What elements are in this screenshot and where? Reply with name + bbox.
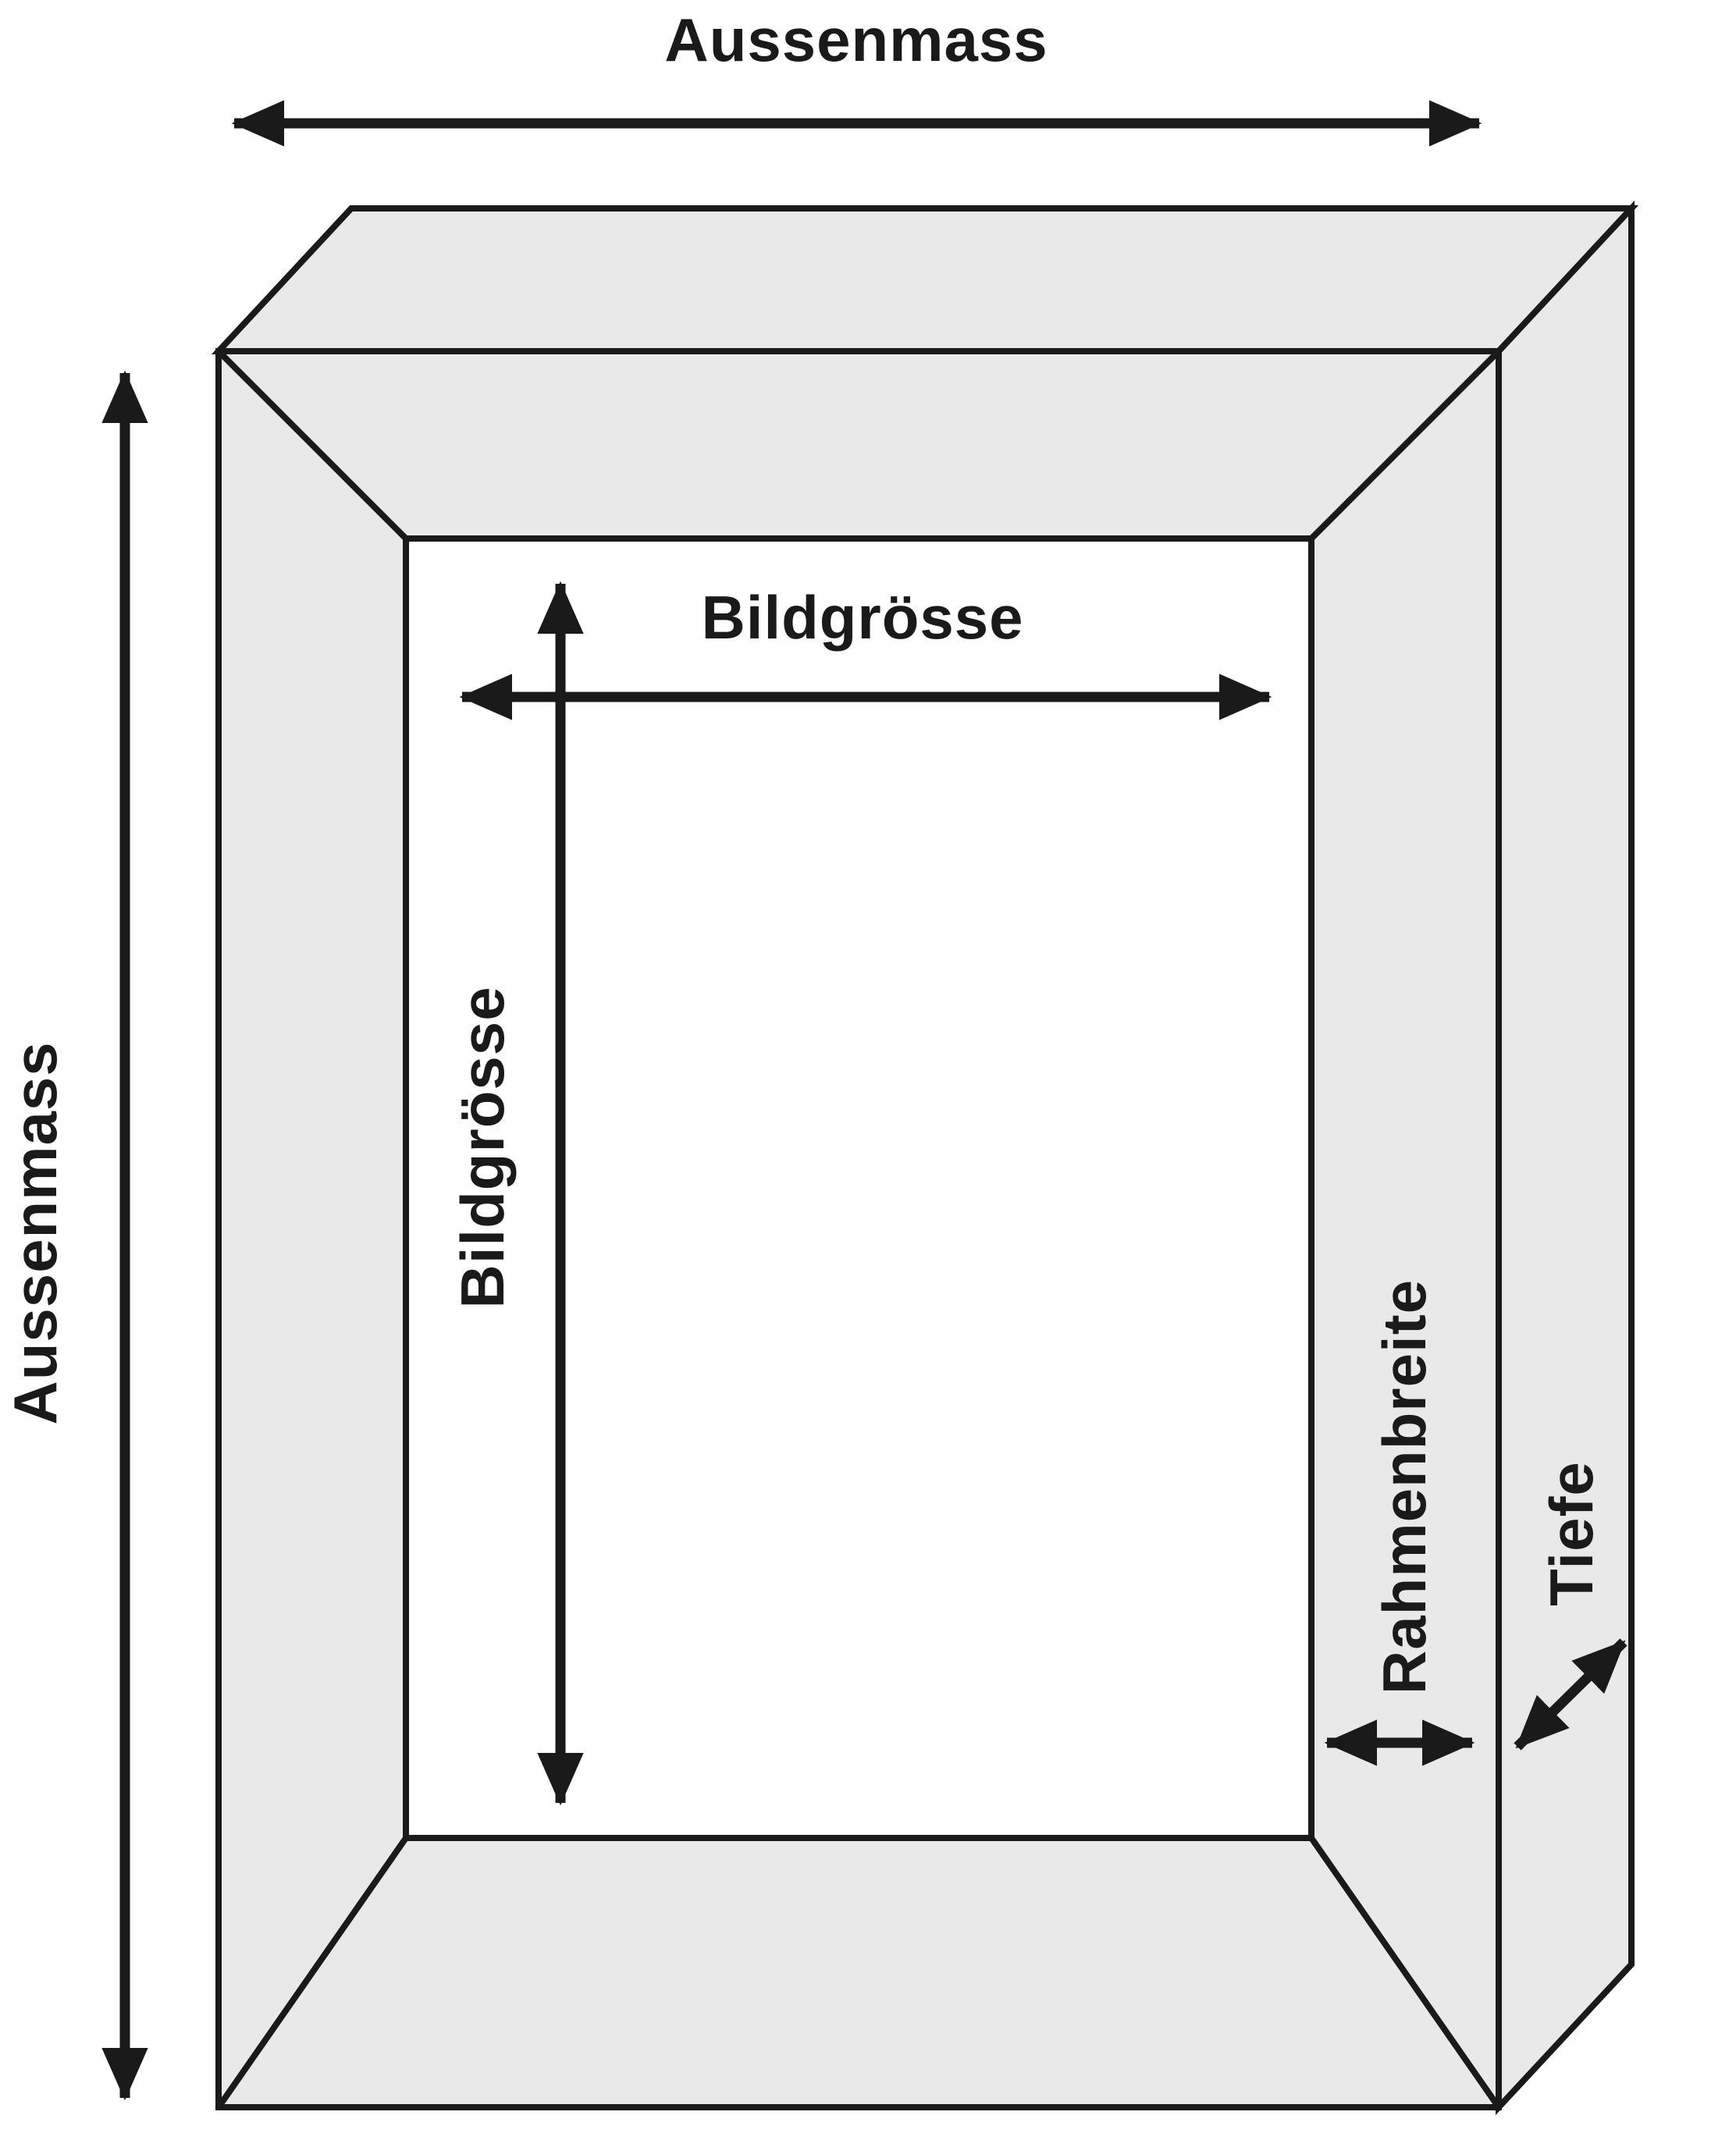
label-rahmenbreite: Rahmenbreite — [1370, 1279, 1439, 1694]
frame-picture-opening — [403, 535, 1314, 1841]
tiefe-arrow-icon — [1514, 1638, 1628, 1751]
dimension-labels: Aussenmass Aussenmass Bildgrösse Bildgrö… — [1, 5, 1606, 1694]
frame-top-face — [211, 205, 1639, 354]
label-bildgroesse-width: Bildgrösse — [701, 583, 1023, 652]
frame-right-face — [1496, 200, 1635, 2116]
miter-line-top-right — [1309, 349, 1501, 541]
miter-line-bottom-left — [215, 1836, 409, 2110]
dimension-arrows — [101, 100, 1628, 2101]
picture-frame-shape — [211, 200, 1639, 2116]
label-aussenmass-top: Aussenmass — [664, 5, 1048, 74]
label-bildgroesse-height: Bildgrösse — [448, 986, 517, 1308]
label-aussenmass-left: Aussenmass — [1, 1041, 69, 1424]
miter-line-bottom-right — [1308, 1836, 1502, 2110]
label-tiefe: Tiefe — [1537, 1461, 1606, 1606]
miter-line-top-left — [216, 349, 408, 541]
